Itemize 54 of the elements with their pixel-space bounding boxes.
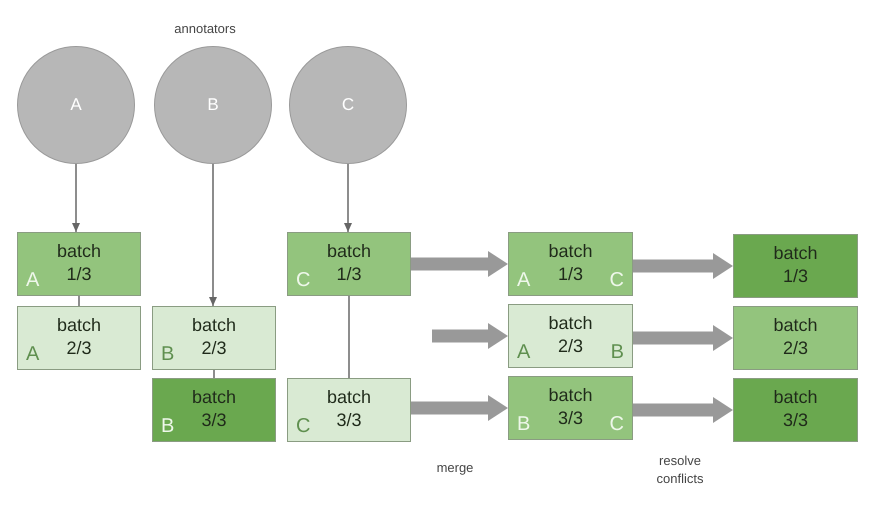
connector-line — [348, 296, 350, 378]
caption-text: resolve conflicts — [656, 452, 704, 488]
annotator-initial: B — [161, 415, 174, 437]
batch-label: batch 3/3 — [190, 386, 238, 432]
batch-label: batch 1/3 — [772, 242, 819, 288]
block-arrow — [633, 325, 733, 351]
batch-box — [287, 378, 411, 442]
annotator-initial: B — [610, 341, 624, 363]
batch-label: batch 1/3 — [547, 240, 594, 286]
annotator-initial: C — [342, 95, 354, 115]
batch-label: batch 3/3 — [547, 384, 594, 430]
batch-label: batch 1/3 — [326, 240, 372, 286]
batch-label: batch 2/3 — [772, 314, 819, 360]
annotator-initial: C — [610, 269, 624, 291]
batch-box — [17, 232, 141, 296]
block-arrow — [432, 323, 508, 349]
batch-box — [287, 232, 411, 296]
annotator-initial: C — [296, 415, 310, 437]
arrow — [72, 164, 80, 232]
batch-box — [508, 232, 633, 296]
batch-box — [733, 234, 858, 298]
batch-label: batch 2/3 — [56, 314, 102, 360]
annotator-initial: A — [517, 341, 530, 363]
caption-text: annotators — [173, 20, 237, 38]
annotator-initial: A — [517, 269, 530, 291]
arrow — [209, 164, 217, 306]
batch-label: batch 3/3 — [326, 386, 372, 432]
annotator-initial: B — [161, 343, 174, 365]
batch-label: batch 2/3 — [547, 312, 594, 358]
batch-box — [152, 378, 276, 442]
batch-box — [152, 306, 276, 370]
batch-label: batch 2/3 — [190, 314, 238, 360]
batch-label: batch 1/3 — [56, 240, 102, 286]
batch-box — [17, 306, 141, 370]
annotator-initial: B — [517, 413, 530, 435]
block-arrow — [633, 397, 733, 423]
connector-line — [213, 370, 215, 378]
annotator-initial: A — [26, 269, 40, 291]
connector-line — [78, 296, 80, 306]
batch-label: batch 3/3 — [772, 386, 819, 432]
annotator-initial: C — [296, 269, 310, 291]
caption-text: merge — [436, 459, 474, 477]
batch-box — [733, 378, 858, 442]
annotator-initial: A — [26, 343, 40, 365]
batch-box — [733, 306, 858, 370]
annotator-initial: C — [610, 413, 624, 435]
batch-box — [508, 304, 633, 368]
block-arrow — [633, 253, 733, 279]
annotator-initial: A — [70, 95, 82, 115]
batch-box — [508, 376, 633, 440]
arrow — [344, 164, 352, 232]
block-arrow — [411, 251, 508, 277]
annotator-initial: B — [207, 95, 219, 115]
block-arrow — [411, 395, 508, 421]
